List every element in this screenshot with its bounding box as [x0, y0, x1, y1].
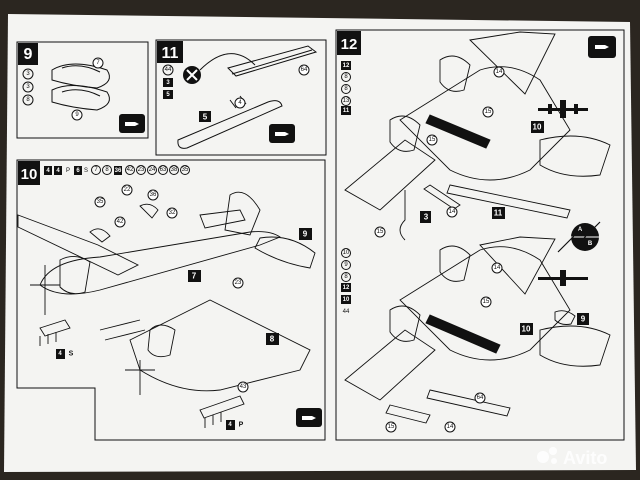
svg-text:8: 8	[270, 335, 275, 344]
svg-text:12: 12	[343, 285, 350, 291]
aircraft-top-drawing	[344, 31, 611, 241]
svg-text:3: 3	[166, 80, 170, 86]
aircraft-silhouette-b	[538, 270, 588, 286]
svg-text:15: 15	[429, 137, 436, 143]
svg-text:8: 8	[344, 274, 348, 280]
step-10-panel: 10 4 4 P 6 S 7 8 36 42 23 24 63 38 35	[16, 159, 326, 441]
svg-text:6: 6	[76, 168, 80, 174]
svg-text:15: 15	[483, 299, 490, 305]
svg-text:64: 64	[301, 67, 308, 73]
svg-text:42: 42	[127, 167, 134, 173]
svg-text:44: 44	[343, 309, 350, 315]
svg-text:32: 32	[169, 210, 176, 216]
svg-text:A: A	[578, 227, 583, 233]
svg-text:22: 22	[124, 187, 131, 193]
svg-text:5: 5	[203, 113, 208, 122]
svg-text:14: 14	[449, 209, 456, 215]
svg-text:8: 8	[105, 167, 109, 173]
svg-text:12: 12	[343, 63, 350, 69]
step-9-number: 9	[24, 46, 33, 63]
svg-text:14: 14	[496, 69, 503, 75]
step-9-panel: 9 3 3 8 7 9	[16, 41, 149, 139]
svg-text:8: 8	[344, 86, 348, 92]
svg-text:15: 15	[377, 229, 384, 235]
glue-icon	[595, 45, 609, 49]
step-12-codes-bottom: 10 9 8 12 10 44	[341, 248, 351, 315]
svg-text:63: 63	[160, 167, 167, 173]
avito-watermark: Avito	[537, 447, 607, 468]
paper	[4, 14, 636, 472]
svg-text:10: 10	[343, 250, 350, 256]
svg-text:43: 43	[240, 384, 247, 390]
svg-text:44: 44	[165, 67, 172, 73]
svg-text:14: 14	[447, 424, 454, 430]
svg-text:4: 4	[56, 168, 60, 174]
svg-text:4: 4	[238, 100, 242, 106]
step-12-number: 12	[341, 36, 358, 53]
svg-text:3: 3	[26, 71, 30, 77]
svg-text:10: 10	[533, 123, 542, 132]
undercarriage-parts-drawing	[39, 319, 245, 428]
svg-text:4: 4	[228, 422, 232, 428]
step-11-panel: 11 44 3 5 64 4 5	[155, 39, 327, 156]
svg-text:S: S	[84, 168, 88, 174]
svg-text:9: 9	[344, 262, 348, 268]
svg-text:14: 14	[494, 265, 501, 271]
svg-text:35: 35	[182, 167, 189, 173]
svg-text:11: 11	[494, 209, 503, 218]
glue-icon	[302, 416, 316, 420]
svg-text:15: 15	[485, 109, 492, 115]
svg-text:9: 9	[75, 112, 79, 118]
step-12-panel: 12 12 8 8 13 11 14 15 15 10 14 3 15	[335, 29, 625, 441]
svg-text:8: 8	[26, 97, 30, 103]
svg-text:B: B	[588, 241, 593, 247]
svg-text:S: S	[69, 351, 74, 358]
svg-text:7: 7	[96, 60, 100, 66]
step-10-header-codes: 4 4 P 6 S 7 8 36 42 23 24 63 38 35	[44, 165, 190, 175]
svg-text:23: 23	[138, 167, 145, 173]
avito-logo-text: Avito	[563, 448, 607, 468]
svg-text:P: P	[239, 422, 244, 429]
svg-text:5: 5	[166, 92, 170, 98]
glue-icon	[125, 122, 139, 126]
aircraft-lower-drawing	[99, 299, 311, 395]
option-switch-ab: A B	[557, 221, 601, 253]
step-10-number: 10	[21, 166, 38, 183]
svg-text:23: 23	[235, 280, 242, 286]
svg-text:64: 64	[477, 395, 484, 401]
svg-text:10: 10	[343, 297, 350, 303]
step-9-codes: 3 3 8	[22, 68, 34, 106]
svg-text:15: 15	[388, 424, 395, 430]
step-11-number: 11	[162, 45, 179, 62]
svg-text:7: 7	[94, 167, 98, 173]
step-11-codes: 44 3 5	[162, 64, 174, 99]
svg-text:13: 13	[343, 98, 350, 104]
svg-text:35: 35	[97, 199, 104, 205]
svg-text:10: 10	[522, 325, 531, 334]
svg-text:P: P	[66, 168, 70, 174]
svg-text:3: 3	[26, 84, 30, 90]
svg-text:4: 4	[58, 351, 62, 357]
svg-text:8: 8	[344, 74, 348, 80]
aircraft-upper-drawing	[17, 191, 316, 315]
svg-text:7: 7	[192, 272, 197, 281]
aircraft-bottom-drawing	[344, 236, 611, 424]
svg-text:38: 38	[171, 167, 178, 173]
svg-text:36: 36	[150, 192, 157, 198]
wheel-fairing-drawing	[51, 63, 110, 111]
svg-text:42: 42	[117, 219, 124, 225]
svg-text:4: 4	[46, 168, 50, 174]
svg-text:11: 11	[343, 108, 350, 114]
svg-text:24: 24	[149, 167, 156, 173]
step-12-codes-top: 12 8 8 13 11	[341, 61, 351, 115]
svg-text:36: 36	[115, 168, 122, 174]
glue-icon	[275, 132, 289, 136]
svg-text:9: 9	[581, 315, 586, 324]
aircraft-silhouette-a	[538, 100, 588, 118]
svg-text:9: 9	[303, 230, 308, 239]
svg-text:3: 3	[424, 213, 429, 222]
